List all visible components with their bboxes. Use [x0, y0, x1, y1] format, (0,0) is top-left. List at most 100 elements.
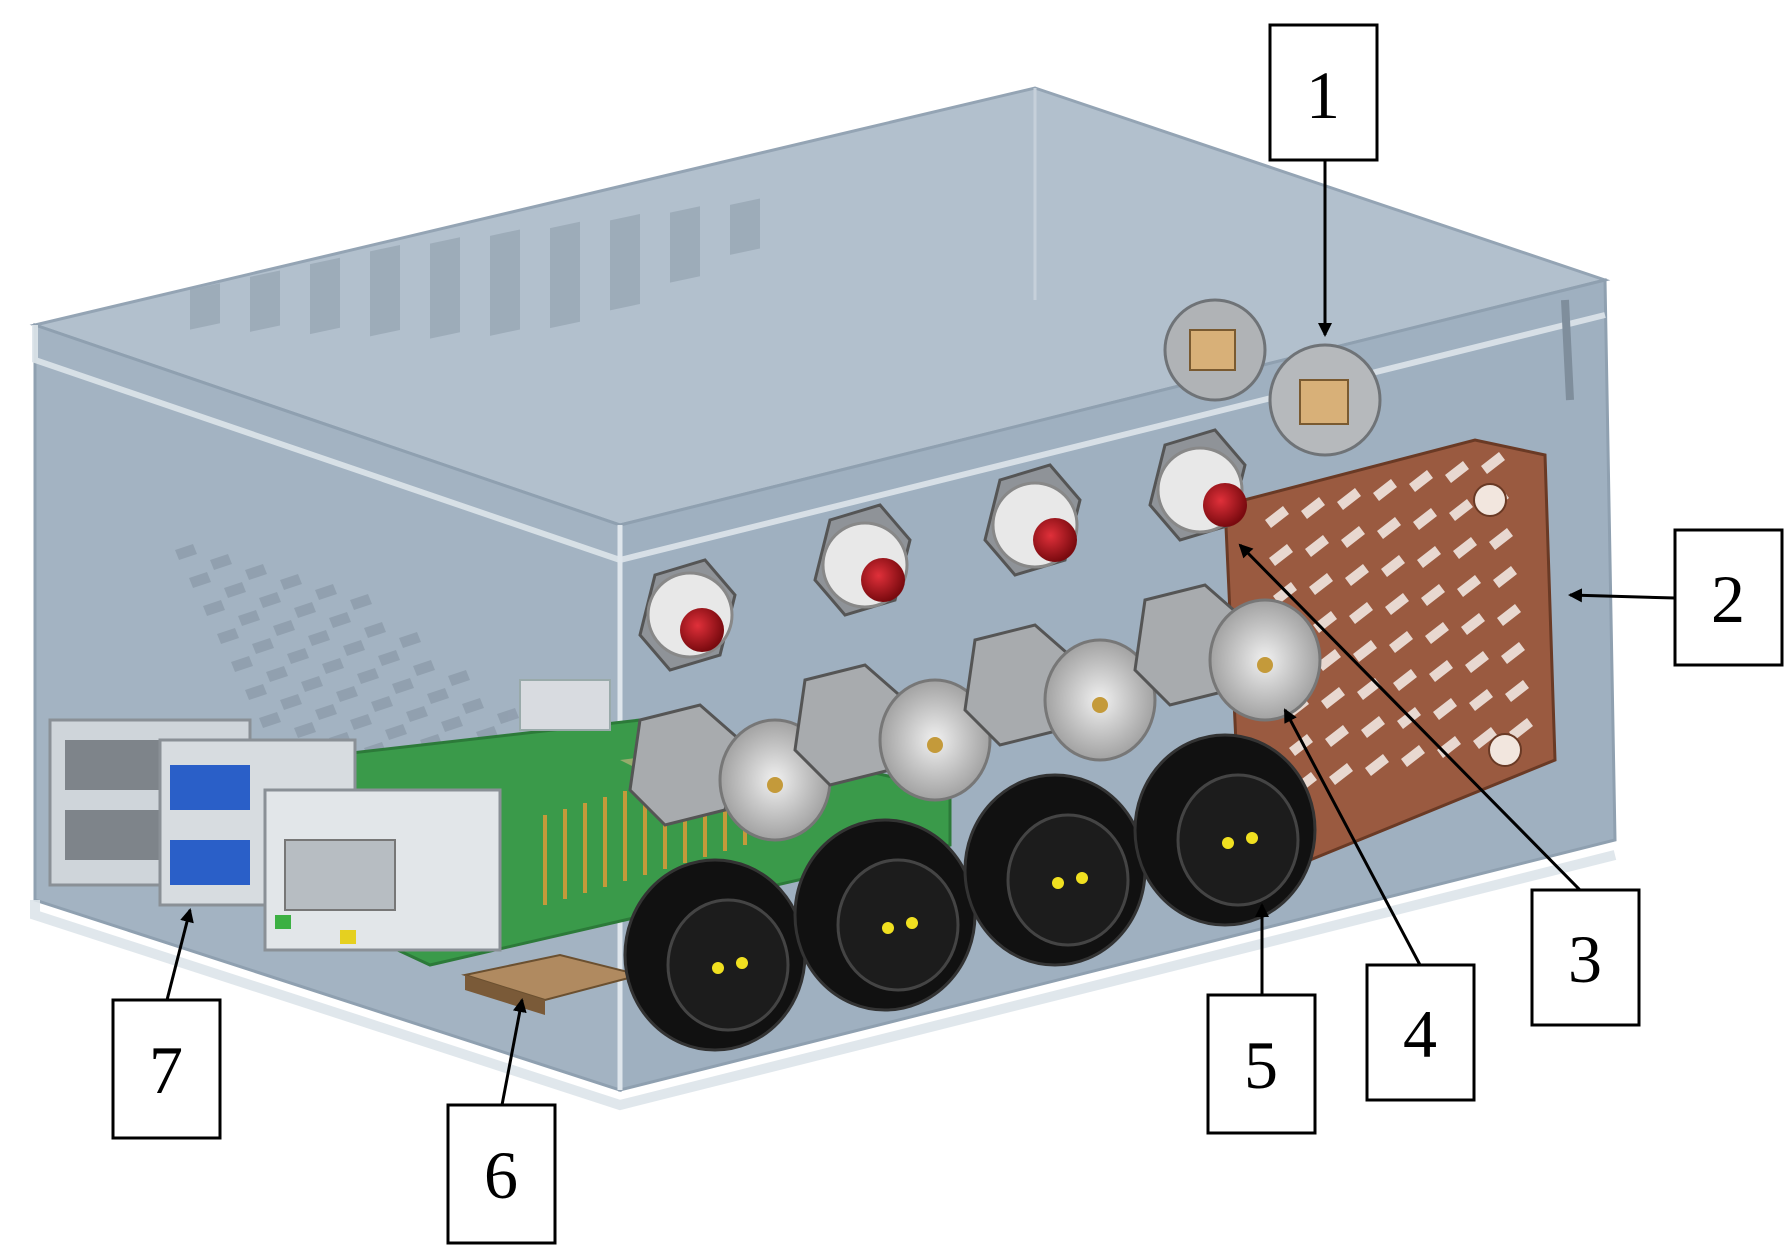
- power-connector-2: [793, 818, 977, 1012]
- vent-slot: [462, 698, 484, 714]
- vent-slot: [259, 592, 281, 608]
- vent-slot: [308, 630, 330, 646]
- callout-label-1: 1: [1306, 57, 1340, 133]
- fan-grill-slot: [1445, 461, 1469, 483]
- fan-grill-slot: [1481, 452, 1505, 474]
- fan-grill-slot: [1505, 680, 1529, 702]
- fan-grill-slot: [1273, 582, 1297, 604]
- vent-slot: [392, 678, 414, 694]
- fan-grill-slot: [1313, 611, 1337, 633]
- fan-grill-slot: [1353, 640, 1377, 662]
- vent-slot: [371, 696, 393, 712]
- fan-grill-slot: [1361, 716, 1385, 738]
- vent-slot: [203, 600, 225, 616]
- bnc-connectors: [628, 583, 1322, 842]
- vent-slot: [315, 584, 337, 600]
- callout-2: 2: [1673, 528, 1784, 667]
- callout-label-4: 4: [1403, 996, 1437, 1072]
- vent-slot: [322, 658, 344, 674]
- vent-slot: [427, 688, 449, 704]
- vent-slot: [364, 622, 386, 638]
- led-1: [638, 558, 737, 672]
- vent-slot: [245, 684, 267, 700]
- callout-5: 5: [1206, 993, 1317, 1135]
- power-connectors: [623, 733, 1317, 1052]
- fan-grill-slot: [1373, 479, 1397, 501]
- fan-grill-slot: [1393, 669, 1417, 691]
- arrow-4: [1283, 708, 1422, 966]
- fan-grill-slot: [1469, 689, 1493, 711]
- vent-slot: [252, 638, 274, 654]
- fan-grill-slot: [1365, 754, 1389, 776]
- fan-grill-slot: [1289, 734, 1313, 756]
- fan-grill-slot: [1325, 725, 1349, 747]
- vent-slot: [273, 620, 295, 636]
- vent-slot: [301, 676, 323, 692]
- callout-6: 6: [446, 1103, 557, 1245]
- arrow-2: [1568, 588, 1676, 603]
- fan-grill-slot: [1349, 602, 1373, 624]
- vent-slot: [280, 694, 302, 710]
- vent-slot: [448, 670, 470, 686]
- fan-grill-slot: [1389, 631, 1413, 653]
- fan-grill-slot: [1265, 506, 1289, 528]
- fan-grill-slot: [1425, 622, 1449, 644]
- fan-grill-slot: [1433, 698, 1457, 720]
- arrow-7: [165, 908, 194, 1001]
- arrow-6: [500, 998, 527, 1106]
- fan-grill-slot: [1449, 499, 1473, 521]
- vent-slot: [294, 722, 316, 738]
- bnc-4: [1133, 583, 1322, 722]
- callout-4: 4: [1365, 963, 1476, 1102]
- callout-label-2: 2: [1711, 561, 1745, 637]
- fan-grill-slot: [1417, 546, 1441, 568]
- panel-connectors-top: [1163, 298, 1382, 457]
- vent-slot: [350, 714, 372, 730]
- fan-grill-slot: [1269, 544, 1293, 566]
- fan-grill-slot: [1421, 584, 1445, 606]
- vent-slot: [266, 666, 288, 682]
- vent-slot: [315, 704, 337, 720]
- led-indicators: [638, 428, 1247, 672]
- callout-label-6: 6: [484, 1137, 518, 1213]
- vent-slot: [280, 574, 302, 590]
- fan-grill-slot: [1465, 651, 1489, 673]
- fan-grill-slot: [1497, 604, 1521, 626]
- fan-grill-slot: [1409, 470, 1433, 492]
- fan-grill-slot: [1301, 497, 1325, 519]
- arrow-3: [1238, 543, 1582, 892]
- usb-ethernet-ports: [48, 718, 502, 952]
- fan-grill-slot: [1317, 649, 1341, 671]
- fan-grill-slot: [1461, 613, 1485, 635]
- vent-slot: [259, 712, 281, 728]
- vent-slot: [287, 648, 309, 664]
- fan-grill-slot: [1377, 517, 1401, 539]
- bnc-3: [963, 623, 1157, 762]
- fan-grill-slot: [1309, 573, 1333, 595]
- fan-grill-slot: [1381, 555, 1405, 577]
- vent-slot: [294, 602, 316, 618]
- led-3: [983, 463, 1082, 577]
- vent-slot: [189, 572, 211, 588]
- vent-slot: [245, 564, 267, 580]
- fan-grill-slot: [1501, 642, 1525, 664]
- led-2: [813, 503, 912, 617]
- vent-slot: [238, 610, 260, 626]
- callout-arrows: [165, 160, 1676, 1106]
- power-connector-4: [1133, 733, 1317, 927]
- fan-grill-slot: [1305, 535, 1329, 557]
- callout-7: 7: [111, 998, 222, 1140]
- fan-grill-slot: [1493, 566, 1517, 588]
- callout-label-5: 5: [1244, 1027, 1278, 1103]
- fan-grill-slot: [1473, 727, 1497, 749]
- vent-slot: [406, 706, 428, 722]
- vent-slot: [329, 612, 351, 628]
- vent-slot: [441, 716, 463, 732]
- fan-grill-slot: [1401, 745, 1425, 767]
- vent-slot: [350, 594, 372, 610]
- callout-label-3: 3: [1568, 921, 1602, 997]
- side-vents: [175, 544, 519, 778]
- fan-grill-slot: [1489, 528, 1513, 550]
